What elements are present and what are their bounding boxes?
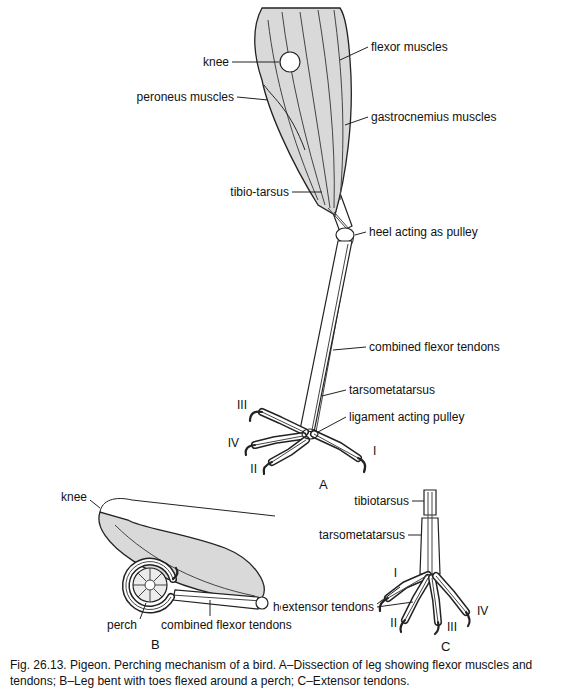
toes-c: [388, 575, 466, 622]
muscle-mass: [255, 8, 352, 215]
part-label: gastrocnemius muscles: [370, 110, 497, 124]
extensor-bones: [428, 492, 432, 575]
toes-c: [380, 598, 388, 611]
heel-pulley: [336, 228, 354, 242]
leader-lines-c: [377, 501, 424, 607]
toes-c: [466, 612, 470, 626]
toes-wrapped: [126, 562, 173, 610]
perch-section: [145, 580, 155, 590]
muscle-mass: [268, 20, 318, 200]
toes-wrapped: [126, 562, 173, 610]
leader-lines-a: [345, 117, 368, 125]
panel-letter: A: [318, 478, 329, 492]
leader-lines-c: [377, 587, 400, 604]
part-label: knee: [60, 490, 88, 504]
leader-lines-b: [90, 500, 210, 619]
toe-number: II: [249, 462, 258, 476]
tarsometatarsus-bent: [172, 595, 262, 601]
perch-section: [133, 568, 167, 602]
toe-number: I: [372, 444, 377, 458]
muscle-mass: [300, 12, 330, 208]
thigh-outline: [100, 499, 275, 517]
part-label: perch: [106, 618, 138, 632]
tarsometatarsus-bone: [300, 241, 352, 432]
ligament-pulley: [302, 429, 318, 439]
toe-number: III: [236, 398, 248, 412]
figure-caption: Fig. 26.13. Pigeon. Perching mechanism o…: [10, 657, 565, 689]
extensor-bones: [420, 518, 440, 574]
toes-wrapped: [173, 568, 177, 579]
toes-a: [255, 412, 358, 462]
perch-section: [133, 568, 167, 602]
toes-c: [435, 622, 439, 634]
ligament-pulley: [302, 429, 318, 439]
perch-section: [133, 568, 167, 602]
part-label: extensor tendons: [281, 600, 375, 614]
leader-lines-a: [232, 47, 368, 432]
muscle-mass: [334, 10, 343, 200]
leader-lines-b: [210, 600, 211, 616]
leader-lines-a: [232, 62, 279, 63]
toes-a: [250, 412, 262, 421]
heel-joint: [256, 597, 268, 609]
leader-lines-b: [90, 500, 100, 508]
thigh-outline: [100, 499, 275, 517]
extensor-bones: [420, 490, 440, 575]
toes-a: [264, 462, 272, 474]
toes-wrapped: [126, 562, 178, 610]
muscle-mass: [282, 12, 325, 205]
leader-lines-a: [237, 97, 268, 100]
tarsometatarsus-bent: [172, 590, 262, 609]
leader-lines-a: [333, 347, 366, 350]
part-label: tibio-tarsus: [229, 185, 290, 199]
muscle-mass: [264, 85, 305, 150]
toes-c: [401, 620, 406, 632]
toe-number: IV: [227, 436, 240, 450]
muscle-mass: [255, 8, 352, 215]
part-label: flexor muscles: [370, 40, 449, 54]
panel-letter: C: [440, 640, 451, 654]
leader-lines-c: [377, 602, 413, 607]
knee-joint: [280, 52, 300, 72]
toe-number: III: [446, 620, 458, 634]
leader-lines-c: [412, 501, 424, 502]
toe-number: II: [389, 616, 398, 630]
knee-joint: [280, 52, 300, 72]
leader-lines-a: [340, 47, 368, 60]
toes-wrapped: [126, 562, 173, 610]
toes-a: [358, 458, 365, 472]
leader-lines-a: [318, 417, 346, 432]
toe-number: IV: [476, 604, 489, 618]
flexor-tendons: [334, 212, 350, 230]
part-label: heel acting as pulley: [368, 225, 479, 239]
leader-lines-a: [292, 192, 322, 193]
part-label: combined flexor tendons: [368, 340, 501, 354]
part-label: peroneus muscles: [136, 90, 235, 104]
panel-letter: B: [150, 638, 161, 652]
toes-a: [246, 445, 255, 455]
leader-lines-b: [140, 603, 146, 619]
toe-number: I: [393, 566, 398, 580]
part-label: tarsometatarsus: [348, 383, 436, 397]
leader-lines-a: [322, 390, 346, 396]
heel-pulley: [336, 228, 354, 242]
part-label: ligament acting pulley: [348, 410, 465, 424]
heel-joint: [256, 597, 268, 609]
extensor-bones: [424, 490, 436, 515]
tarsometatarsus-bone: [300, 241, 352, 432]
part-label: tarsometatarsus: [318, 528, 406, 542]
tarsometatarsus-bone: [312, 244, 348, 430]
leader-lines-c: [408, 535, 421, 536]
part-label: combined flexor tendons: [160, 618, 293, 632]
part-label: tibiotarsus: [353, 494, 410, 508]
muscle-mass: [318, 10, 334, 208]
part-label: knee: [202, 55, 230, 69]
leader-lines-a: [355, 232, 366, 235]
